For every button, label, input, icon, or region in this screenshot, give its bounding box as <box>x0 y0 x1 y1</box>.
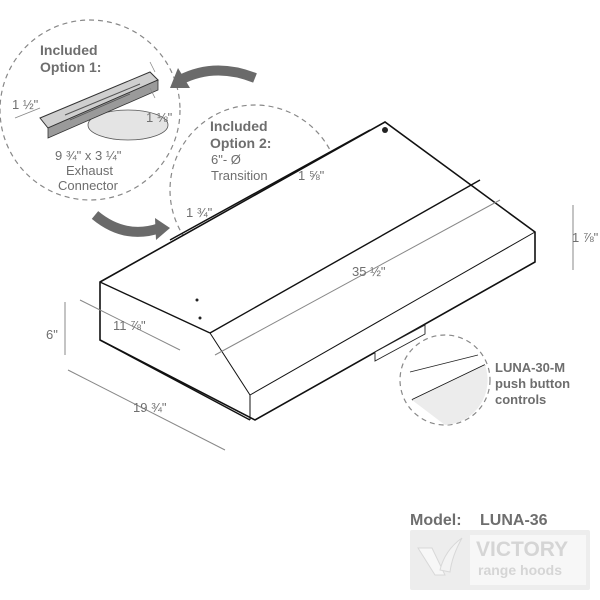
option2-title-line1: Included <box>210 118 268 134</box>
option1-title-line1: Included <box>40 42 98 58</box>
hood-depth-dimension: 19 ¾" <box>133 400 167 415</box>
range-hood-body <box>99 121 536 421</box>
option1-name-line1: Exhaust <box>66 163 113 178</box>
option2-title-line2: Option 2: <box>210 135 272 151</box>
controls-callout-line2: push button <box>495 376 571 391</box>
option2-desc-line1: 6"- Ø <box>211 152 241 167</box>
model-label: Model: <box>410 512 462 529</box>
hood-front-depth-dimension: 11 ⅞" <box>113 318 146 333</box>
model-value: LUNA-36 <box>480 512 548 529</box>
option1-name-line2: Connector <box>58 178 118 193</box>
option1-title-line2: Option 1: <box>40 59 102 75</box>
exhaust-connector-drawing <box>14 61 169 141</box>
option1-callout-circle <box>0 19 181 201</box>
option1-height-dimension: 1 ⅛" <box>146 110 173 125</box>
option1-size: 9 ¾" x 3 ¼" <box>55 148 122 163</box>
option1-width-dimension: 1 ½" <box>12 97 39 112</box>
hood-front-lip-dimension: 1 ⅞" <box>572 230 599 245</box>
brand-tagline: range hoods <box>478 562 563 578</box>
option2-desc-line2: Transition <box>211 168 268 183</box>
controls-callout-line3: controls <box>495 392 547 407</box>
option2-offset-dimension: 1 ¾" <box>186 205 213 220</box>
brand-name: VICTORY <box>476 538 569 561</box>
controls-callout-circle <box>399 334 491 426</box>
hood-width-dimension: 35 ½" <box>352 264 386 279</box>
brand-text-panel <box>470 535 586 585</box>
hood-height-dimension: 6" <box>46 327 58 342</box>
curved-arrow-icon <box>177 65 257 85</box>
curved-arrow-icon <box>91 211 162 237</box>
controls-callout-line1: LUNA-30-M <box>495 360 566 375</box>
control-panel <box>374 324 426 362</box>
option2-height-dimension: 1 ⅝" <box>298 168 325 183</box>
dimension-lines <box>64 199 574 451</box>
